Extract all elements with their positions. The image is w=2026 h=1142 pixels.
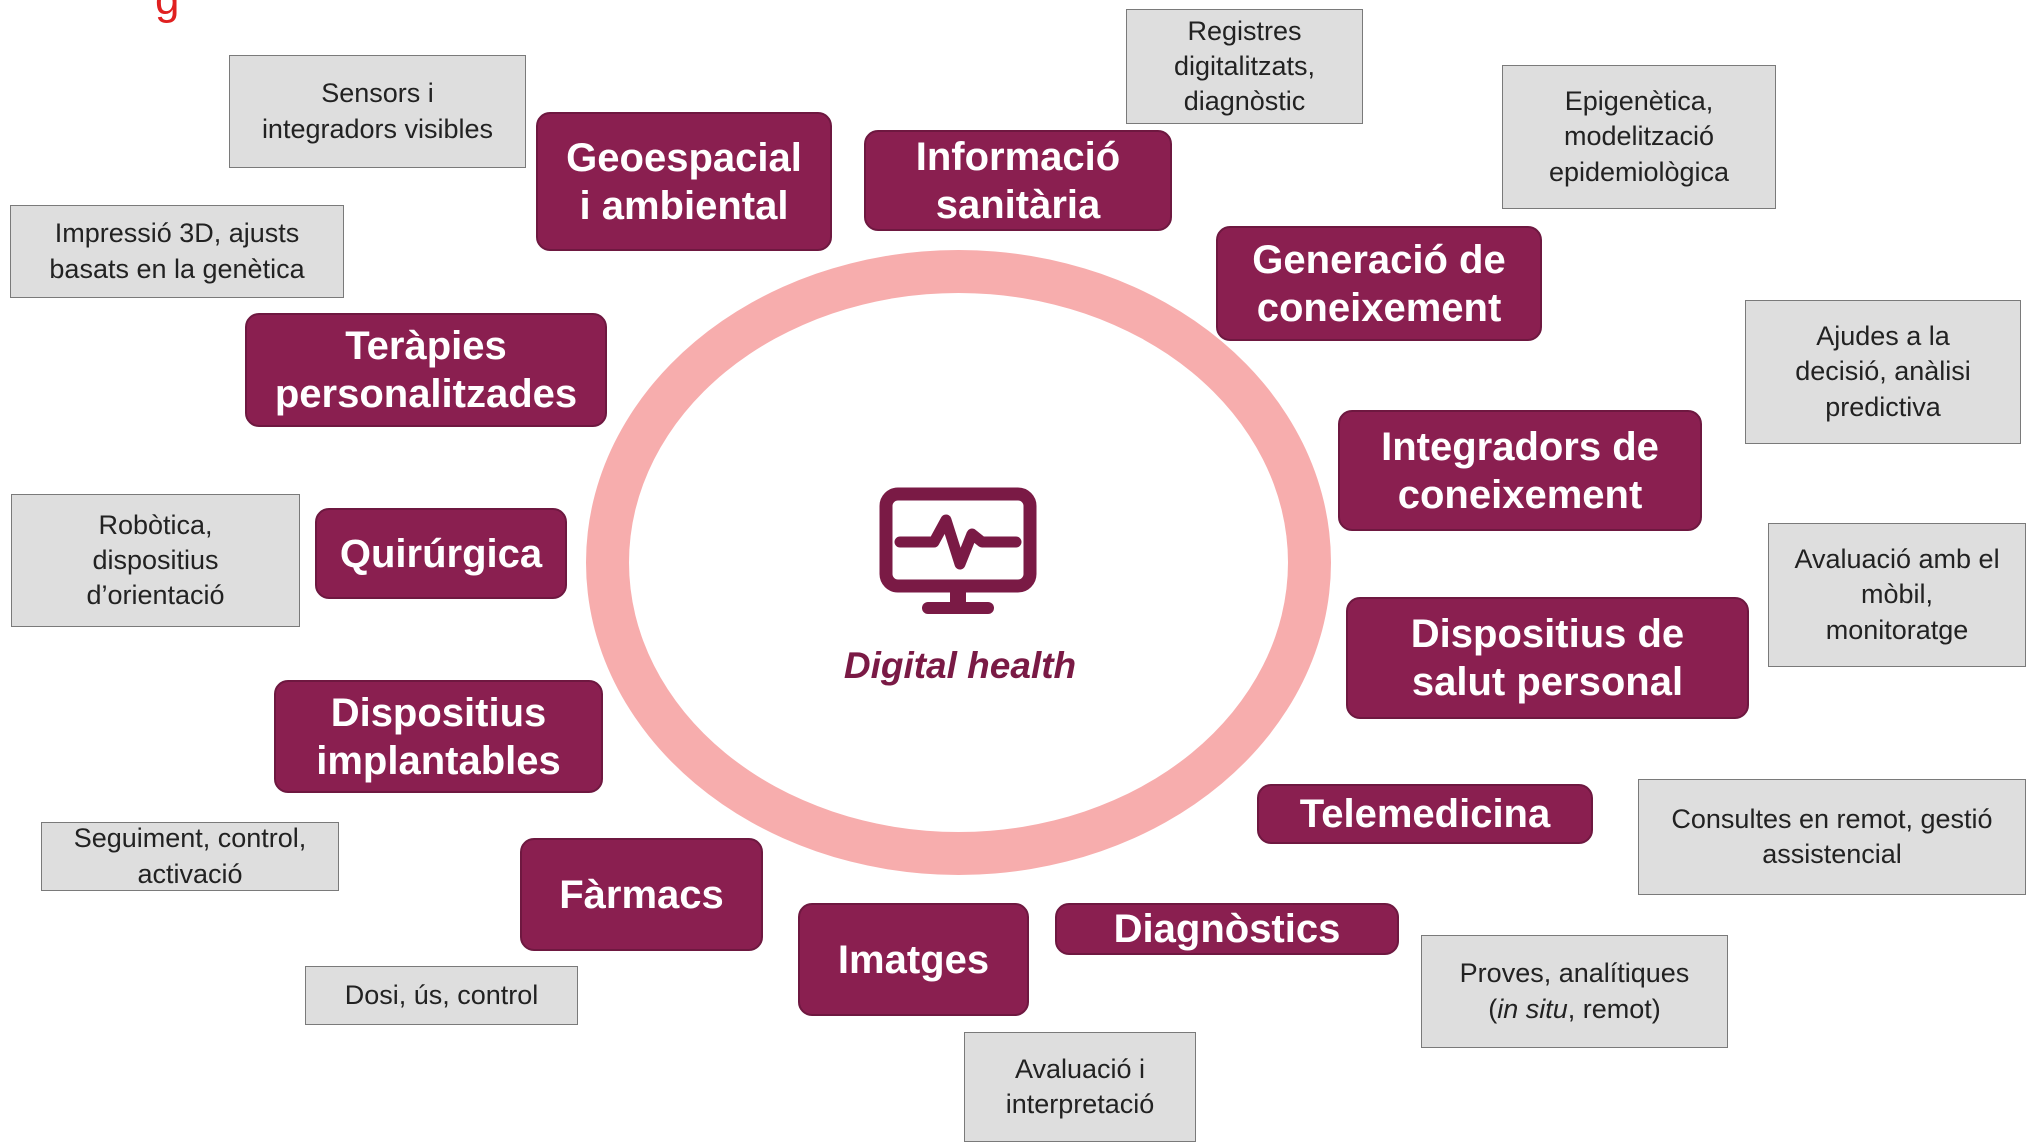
category-terapies-personalitzades: Teràpies personalitzades (245, 313, 607, 427)
note-proves-paren-open: ( (1488, 993, 1498, 1024)
note-robotica: Robòtica, dispositius d’orientació (11, 494, 300, 627)
note-epigenetica: Epigenètica, modelització epidemiològica (1502, 65, 1776, 209)
note-avaluacio-mobil: Avaluació amb el mòbil, monitoratge (1768, 523, 2026, 667)
cropped-title-fragment: g (155, 0, 179, 22)
category-integradors-coneixement: Integradors de coneixement (1338, 410, 1702, 531)
category-generacio-coneixement: Generació de coneixement (1216, 226, 1542, 341)
category-geoespacial: Geoespacial i ambiental (536, 112, 832, 251)
note-avaluacio-interpretacio: Avaluació i interpretació (964, 1032, 1196, 1142)
category-informacio-sanitaria: Informació sanitària (864, 130, 1172, 231)
note-ajudes-decisio: Ajudes a la decisió, anàlisi predictiva (1745, 300, 2021, 444)
note-proves-analitiques: Proves, analítiques (in situ, remot) (1421, 935, 1728, 1048)
center-label: Digital health (843, 645, 1077, 686)
category-farmacs: Fàrmacs (520, 838, 763, 951)
note-proves-italic: in situ (1497, 993, 1568, 1024)
monitor-heartbeat-icon (879, 487, 1037, 614)
note-impressio-3d: Impressió 3D, ajusts basats en la genèti… (10, 205, 344, 298)
category-dispositius-salut-personal: Dispositius de salut personal (1346, 597, 1749, 719)
note-proves-line1: Proves, analítiques (1459, 958, 1690, 989)
note-seguiment: Seguiment, control, activació (41, 822, 339, 891)
note-registres: Registres digitalitzats, diagnòstic (1126, 9, 1363, 124)
category-dispositius-implantables: Dispositius implantables (274, 680, 603, 793)
note-dosi: Dosi, ús, control (305, 966, 578, 1025)
note-consultes-remot: Consultes en remot, gestió assistencial (1638, 779, 2026, 895)
category-diagnostics: Diagnòstics (1055, 903, 1399, 955)
category-imatges: Imatges (798, 903, 1029, 1016)
note-proves-rest: , remot) (1567, 993, 1661, 1024)
category-telemedicina: Telemedicina (1257, 784, 1593, 844)
category-quirurgica: Quirúrgica (315, 508, 567, 599)
note-sensors: Sensors i integradors visibles (229, 55, 526, 168)
